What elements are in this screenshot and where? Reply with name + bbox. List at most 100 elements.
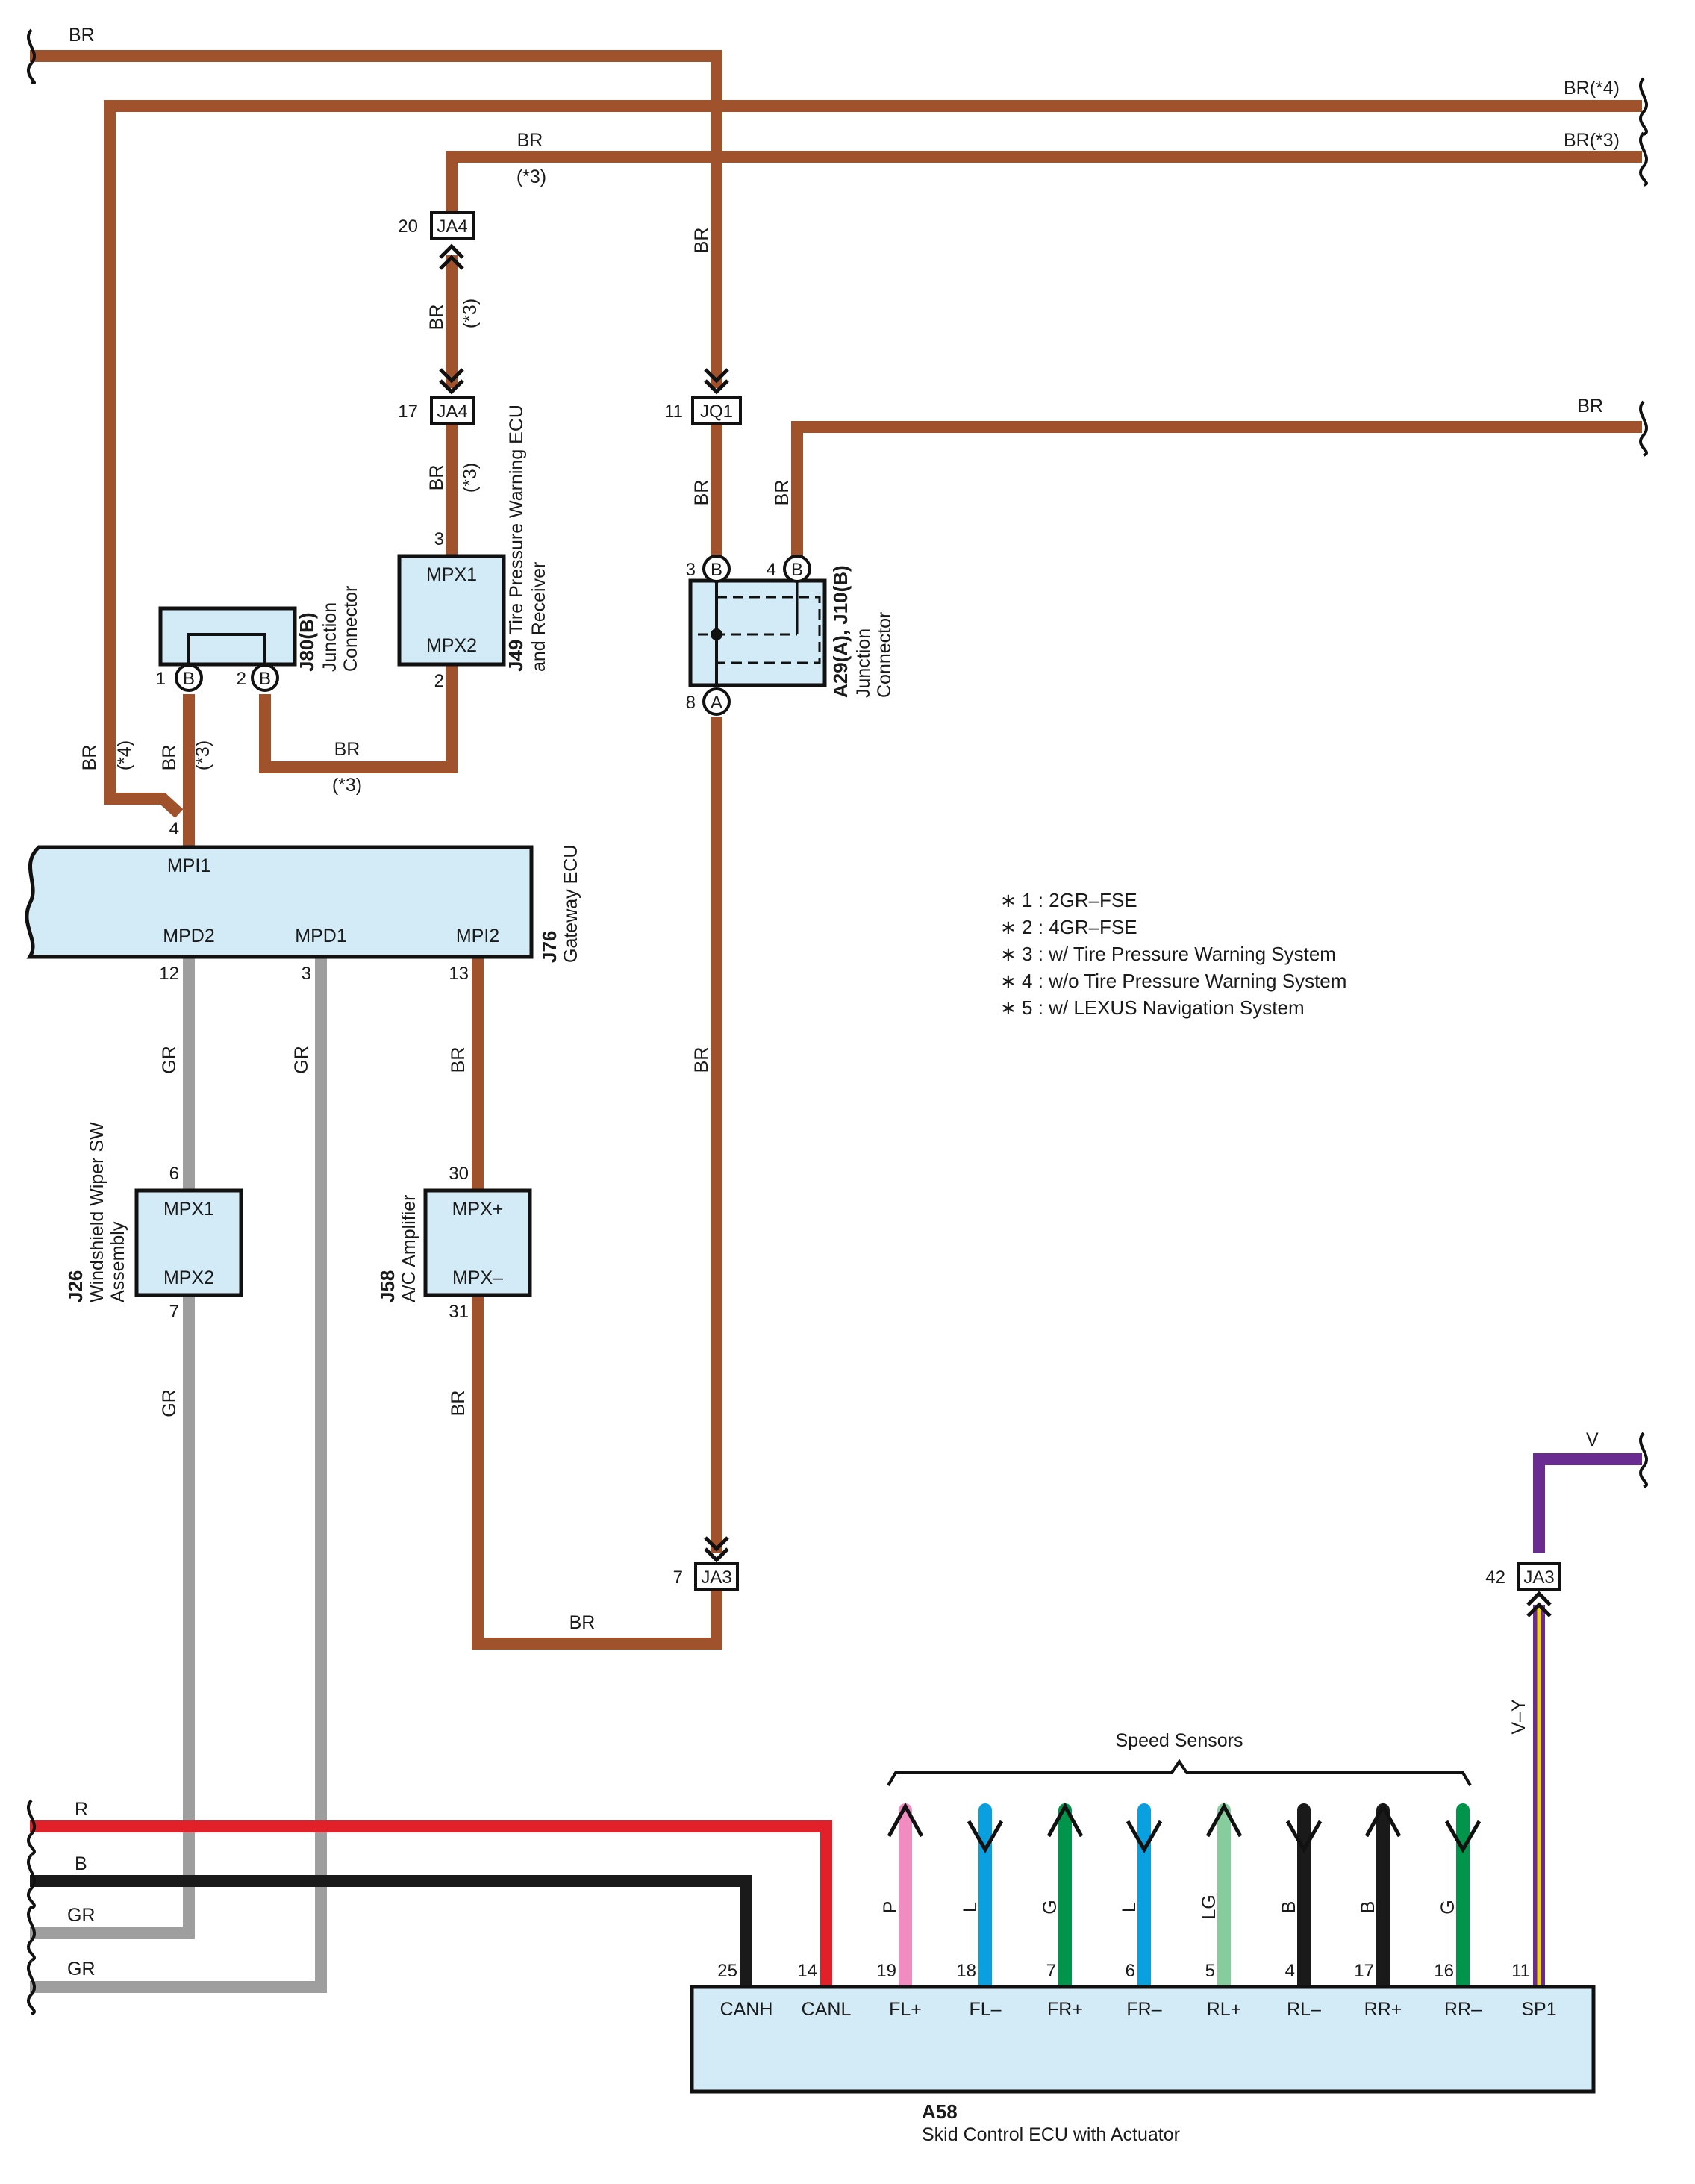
- a58-terminal-pin: 19: [876, 1961, 896, 1981]
- j76-mpd1: MPD1: [295, 926, 346, 946]
- label-br-jq1: BR: [691, 228, 712, 254]
- label-gr-7: GR: [159, 1389, 180, 1417]
- a58-terminal-pin: 11: [1511, 1961, 1530, 1981]
- ja4-mid-connector: JA4 17: [398, 368, 475, 425]
- label-br-top: BR: [69, 25, 95, 46]
- break-mark-gr1: [26, 1906, 37, 1962]
- a58-terminal-pin: 14: [797, 1961, 817, 1981]
- jq1-label: JQ1: [700, 402, 733, 422]
- a58-terminal-label: RL–: [1287, 1999, 1321, 2020]
- j26-wiper-switch: MPX1 MPX2 6 7 J26 Windshield Wiper SW As…: [64, 1122, 243, 1322]
- a58-code: A58: [922, 2100, 958, 2123]
- connector-chevron-icon: [439, 368, 464, 395]
- label-br-v1-note: (*3): [460, 299, 481, 328]
- label-br-j80-2-note: (*3): [332, 775, 362, 796]
- a58-terminal-pin: 6: [1126, 1961, 1135, 1981]
- j80-junction-connector: B B 1 2 J80(B) Junction Connector: [156, 586, 361, 692]
- j49-tire-pressure-ecu: MPX1 MPX2 3 2 J49 Tire Pressure Warning …: [397, 405, 549, 691]
- label-gr-left1: GR: [67, 1905, 96, 1926]
- break-mark-br-right: [1638, 400, 1649, 457]
- ja3-right-pin: 42: [1485, 1567, 1505, 1588]
- ja4-mid-pin: 17: [398, 402, 418, 422]
- arrow-up-icon: [1364, 1802, 1402, 1838]
- break-marks: [26, 28, 1649, 2015]
- connector-chevron-icon: [1526, 1591, 1552, 1617]
- speed-sensors-title: Speed Sensors: [1116, 1730, 1243, 1751]
- wire-labels: BR BR(*4) BR(*3) BR (*3) BR BR (*3) BR (…: [67, 25, 1620, 1979]
- label-br-left: BR: [79, 745, 100, 771]
- j26-pin6: 6: [169, 1164, 179, 1184]
- wire-gr-j26: [30, 1295, 195, 1939]
- ja4-top-connector: JA4 20: [398, 211, 475, 270]
- note-line: ∗ 1 : 2GR–FSE: [1000, 889, 1137, 911]
- j80-term2: B: [259, 669, 271, 689]
- a29-name-line1: Junction: [853, 628, 874, 698]
- label-v: V: [1586, 1429, 1599, 1450]
- label-br3: BR(*3): [1564, 130, 1620, 151]
- note-line: ∗ 3 : w/ Tire Pressure Warning System: [1000, 943, 1336, 965]
- j58-ac-amplifier: MPX+ MPX– 30 31 J58 A/C Amplifier: [376, 1164, 532, 1322]
- label-gr-12: GR: [159, 1046, 180, 1074]
- label-b-left: B: [75, 1853, 87, 1874]
- wire-br-j58-ja3: [472, 1295, 722, 1650]
- j76-gateway-ecu: MPI1 MPD2 MPD1 MPI2 4 12 3 13 J76 Gatewa…: [25, 819, 581, 984]
- label-br-j80-2: BR: [334, 739, 360, 760]
- a58-terminal-label: RR+: [1364, 1999, 1402, 2020]
- a58-name: Skid Control ECU with Actuator: [922, 2124, 1180, 2145]
- a58-terminal-label: FL+: [889, 1999, 922, 2020]
- jq1-pin: 11: [664, 402, 683, 422]
- wire-b-canh: [30, 1875, 752, 1987]
- label-br-13: BR: [448, 1047, 469, 1073]
- a58-terminal-label: FR–: [1126, 1999, 1161, 2020]
- label-r-left: R: [75, 1799, 88, 1820]
- speed-sensor-wire-label: L: [960, 1902, 981, 1912]
- label-br-j80-1-note: (*3): [193, 740, 213, 770]
- j80-name-line2: Connector: [340, 586, 361, 672]
- a58-skid-control-ecu: CANH25CANL14FL+19FL–18FR+7FR–6RL+5RL–4RR…: [690, 1961, 1596, 2145]
- ja4-top-pin: 20: [398, 216, 418, 237]
- j80-code: J80(B): [296, 613, 318, 672]
- ja3-left-label: JA3: [701, 1567, 731, 1588]
- label-br-31: BR: [448, 1391, 469, 1417]
- a58-terminal-label: RL+: [1207, 1999, 1242, 2020]
- label-br-v1: BR: [426, 305, 447, 331]
- j26-name-line1: Windshield Wiper SW: [87, 1122, 107, 1302]
- wire-br-right: [791, 421, 1642, 556]
- arrow-down-icon: [967, 1820, 1004, 1853]
- a58-terminal-pin: 5: [1205, 1961, 1215, 1981]
- label-gr-3: GR: [291, 1046, 312, 1074]
- j49-code: J49: [505, 640, 527, 672]
- label-br-v2-note: (*3): [460, 463, 481, 493]
- label-gr-left2: GR: [67, 1959, 96, 1979]
- ja3-right-connector: JA3 42: [1485, 1562, 1561, 1617]
- wire-v: [1533, 1453, 1642, 1553]
- note-line: ∗ 2 : 4GR–FSE: [1000, 916, 1137, 938]
- speed-sensor-wire-label: B: [1358, 1901, 1379, 1914]
- arrow-down-icon: [1285, 1820, 1323, 1853]
- j49-pin2: 2: [434, 671, 444, 691]
- wire-br-j49-j80: [259, 664, 458, 773]
- label-br-v2: BR: [426, 465, 447, 491]
- arrow-down-icon: [1126, 1820, 1163, 1853]
- a58-terminal-label: CANL: [802, 1999, 852, 2020]
- j58-name: A/C Amplifier: [399, 1195, 419, 1302]
- j76-pin13: 13: [449, 964, 469, 984]
- j26-code: J26: [64, 1270, 87, 1302]
- j58-pin31: 31: [449, 1302, 469, 1322]
- j76-mpi1: MPI1: [167, 855, 210, 876]
- a58-terminal-pin: 18: [956, 1961, 976, 1981]
- arrow-down-icon: [1444, 1820, 1482, 1853]
- a58-terminal-pin: 17: [1354, 1961, 1374, 1981]
- note-line: ∗ 4 : w/o Tire Pressure Warning System: [1000, 970, 1346, 992]
- break-mark-b: [26, 1853, 37, 1909]
- j58-code: J58: [376, 1270, 399, 1302]
- break-mark-v: [1638, 1432, 1649, 1488]
- j76-code: J76: [538, 931, 561, 963]
- connector-chevron-icon: [704, 1536, 729, 1563]
- a29-pin3: 3: [686, 560, 696, 580]
- j26-mpx2: MPX2: [163, 1267, 214, 1288]
- a58-terminal-pin: 7: [1046, 1961, 1056, 1981]
- speed-sensor-wire-label: P: [880, 1901, 901, 1914]
